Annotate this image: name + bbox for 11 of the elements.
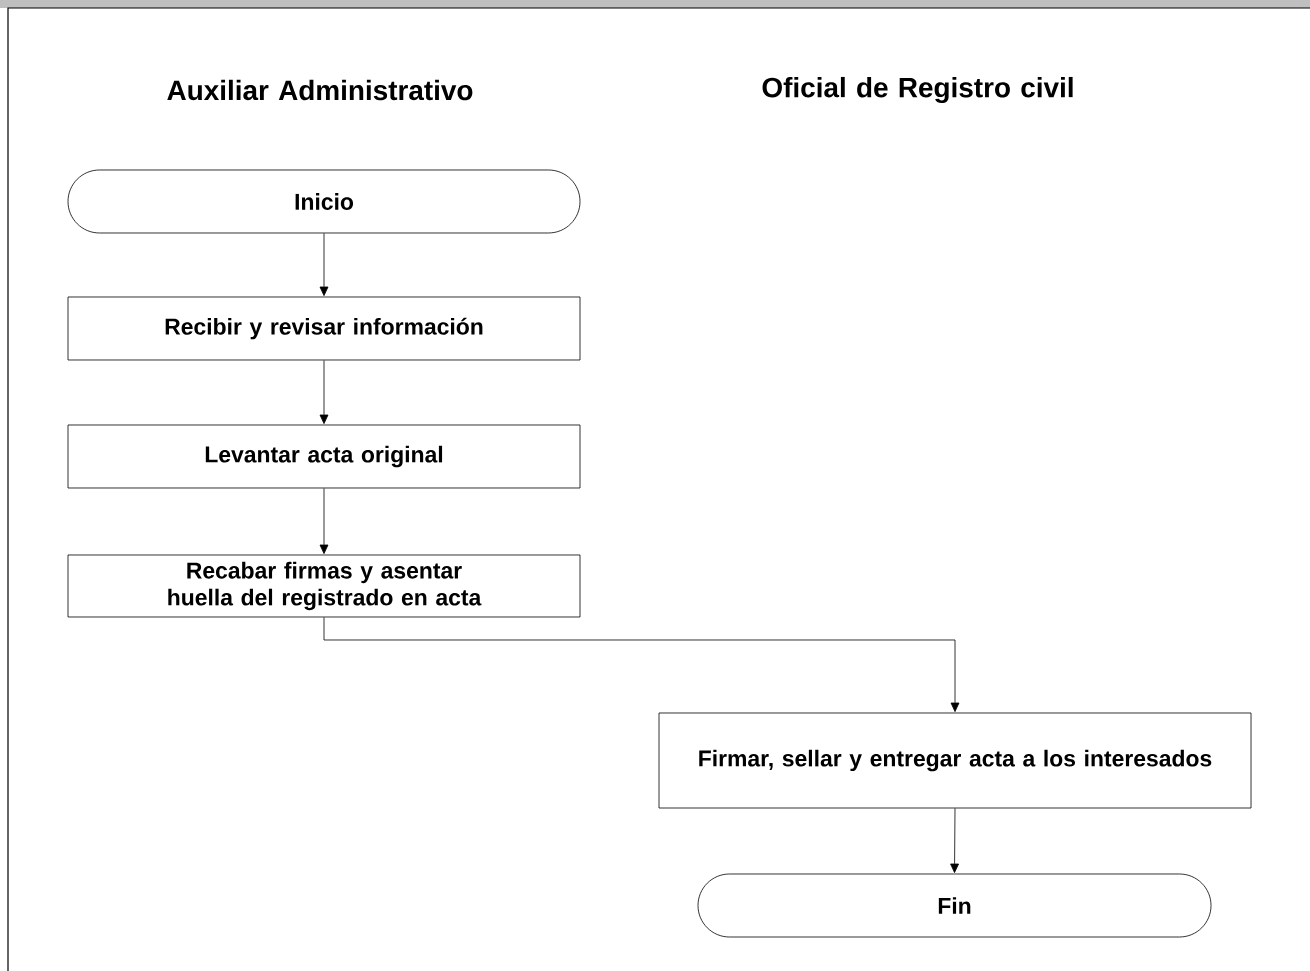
arrow xyxy=(323,617,960,712)
lane-heading: Oficial de Registro civil xyxy=(762,76,1073,104)
process-box: Levantar acta original xyxy=(67,424,581,489)
arrow xyxy=(319,360,329,424)
arrow xyxy=(319,233,329,296)
arrow xyxy=(950,808,959,873)
process-box: Recabar firmas y asentar huella del registrado en acta xyxy=(67,554,581,618)
lane-heading: Auxiliar Administrativo xyxy=(167,79,473,101)
process-box: Firmar, sellar y entregar acta a los interesados xyxy=(658,712,1252,809)
arrow xyxy=(319,488,329,554)
process-box: Recibir y revisar información xyxy=(67,296,581,361)
